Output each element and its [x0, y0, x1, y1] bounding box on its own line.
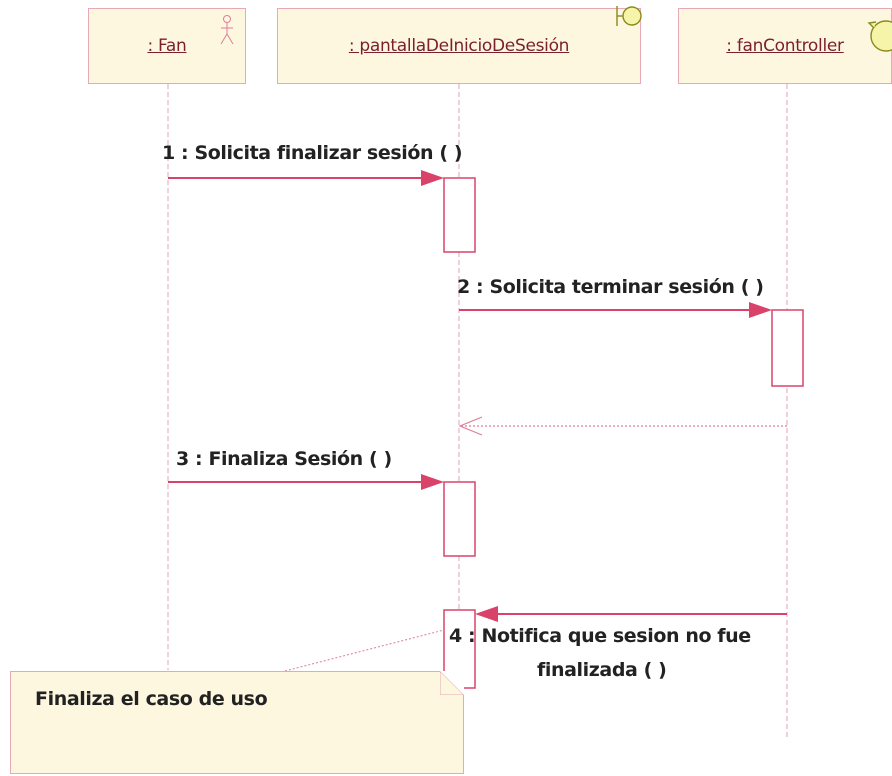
note-text: Finaliza el caso de uso — [35, 688, 268, 710]
lifeline-fan-name: : Fan — [147, 36, 187, 56]
message-2-label: 2 : Solicita terminar sesión ( ) — [457, 276, 764, 298]
message-1-label: 1 : Solicita finalizar sesión ( ) — [162, 142, 463, 164]
activation-box — [443, 481, 476, 557]
message-4-arrowhead — [475, 606, 498, 622]
activation-box — [443, 177, 476, 253]
message-1-arrowhead — [421, 170, 444, 186]
activation-box — [771, 309, 804, 387]
boundary-icon — [616, 6, 642, 26]
message-2-arrowhead — [749, 302, 772, 318]
note-connector — [284, 629, 445, 672]
lifeline-fan[interactable]: : Fan — [88, 8, 246, 84]
actor-icon — [220, 15, 234, 45]
control-icon — [867, 20, 892, 52]
message-3-label: 3 : Finaliza Sesión ( ) — [176, 448, 392, 470]
message-3-arrowhead — [421, 474, 444, 490]
lifeline-pantalla-name: : pantallaDeInicioDeSesión — [348, 36, 570, 56]
lifeline-fancontroller-name: : fanController — [726, 36, 844, 56]
note-folded-corner — [440, 671, 464, 695]
message-4-label-line2: finalizada ( ) — [537, 659, 667, 681]
lifeline-fancontroller[interactable]: : fanController — [678, 8, 892, 84]
note[interactable]: Finaliza el caso de uso — [10, 671, 464, 774]
lifeline-pantalla[interactable]: : pantallaDeInicioDeSesión — [277, 8, 641, 84]
message-4-label-line1: 4 : Notifica que sesion no fue — [449, 625, 751, 647]
return-message-arrowhead — [458, 416, 483, 436]
